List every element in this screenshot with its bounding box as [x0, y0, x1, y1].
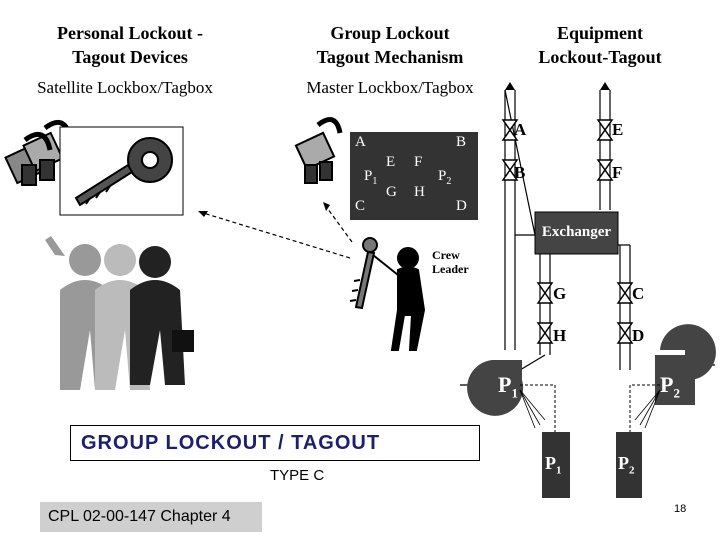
personal-header-line1: Personal Lockout - — [57, 23, 203, 43]
valve-label-h: H — [553, 326, 567, 345]
valve-label-f: F — [612, 163, 623, 182]
pump-p2-label: P2 — [660, 372, 680, 401]
master-label-c: C — [355, 198, 366, 214]
master-pump2: P2 — [438, 168, 452, 187]
arrow-head-2 — [323, 202, 330, 211]
valve-label-e: E — [612, 120, 624, 139]
arrow-head-1 — [198, 211, 208, 217]
group-padlocks-icon — [294, 117, 343, 184]
group-header-line1: Group Lockout — [330, 23, 450, 43]
crew-leader-icon — [349, 237, 426, 351]
tank-lines — [520, 384, 660, 432]
valve-label-g: G — [553, 284, 567, 303]
tank-p1-label: P1 — [545, 453, 562, 477]
workers-icon — [45, 236, 194, 390]
master-label-b: B — [456, 134, 467, 150]
group-header-line2: Tagout Mechanism — [316, 47, 464, 67]
flow-arrow-a — [505, 82, 515, 90]
page-number: 18 — [674, 503, 687, 515]
tank-p2-label: P2 — [618, 453, 635, 477]
group-header-sub: Master Lockbox/Tagbox — [306, 78, 474, 97]
master-label-g: G — [386, 184, 397, 200]
pump-p1-label: P1 — [498, 372, 518, 401]
equipment-header-line1: Equipment — [556, 23, 644, 43]
dashed-arrows — [199, 204, 353, 259]
personal-header-line2: Tagout Devices — [72, 47, 188, 67]
master-label-d: D — [456, 198, 467, 214]
slide-title: GROUP LOCKOUT / TAGOUT — [81, 432, 381, 454]
valve-label-c: C — [632, 284, 645, 303]
valve-label-b: B — [514, 163, 526, 182]
equipment-header-line2: Lockout-Tagout — [538, 47, 662, 67]
personal-header-sub: Satellite Lockbox/Tagbox — [37, 78, 213, 97]
valve-label-a: A — [514, 120, 527, 139]
master-pump1: P1 — [364, 168, 378, 187]
valve-icons — [501, 119, 634, 344]
master-label-e: E — [386, 154, 396, 170]
valve-label-d: D — [632, 326, 645, 345]
exchanger-box — [534, 211, 619, 255]
title-box: GROUP LOCKOUT / TAGOUT — [70, 425, 480, 461]
master-lockbox — [350, 132, 478, 220]
pump-p2-icon — [655, 324, 716, 405]
master-label-f: F — [414, 154, 423, 170]
master-label-a: A — [355, 134, 366, 150]
key-icon — [74, 137, 173, 207]
pump-p1-icon — [467, 360, 524, 416]
tank-p2 — [616, 432, 642, 498]
tank-p1 — [542, 432, 570, 498]
piping — [460, 89, 715, 386]
slide-subtitle: TYPE C — [270, 467, 325, 484]
crew-leader-label: Crew Leader — [432, 248, 469, 276]
exchanger-label: Exchanger — [541, 224, 612, 240]
footer-reference: CPL 02-00-147 Chapter 4 — [40, 502, 262, 532]
master-label-h: H — [414, 184, 425, 200]
fan-lines — [519, 389, 661, 429]
flow-arrow-e — [600, 82, 610, 90]
